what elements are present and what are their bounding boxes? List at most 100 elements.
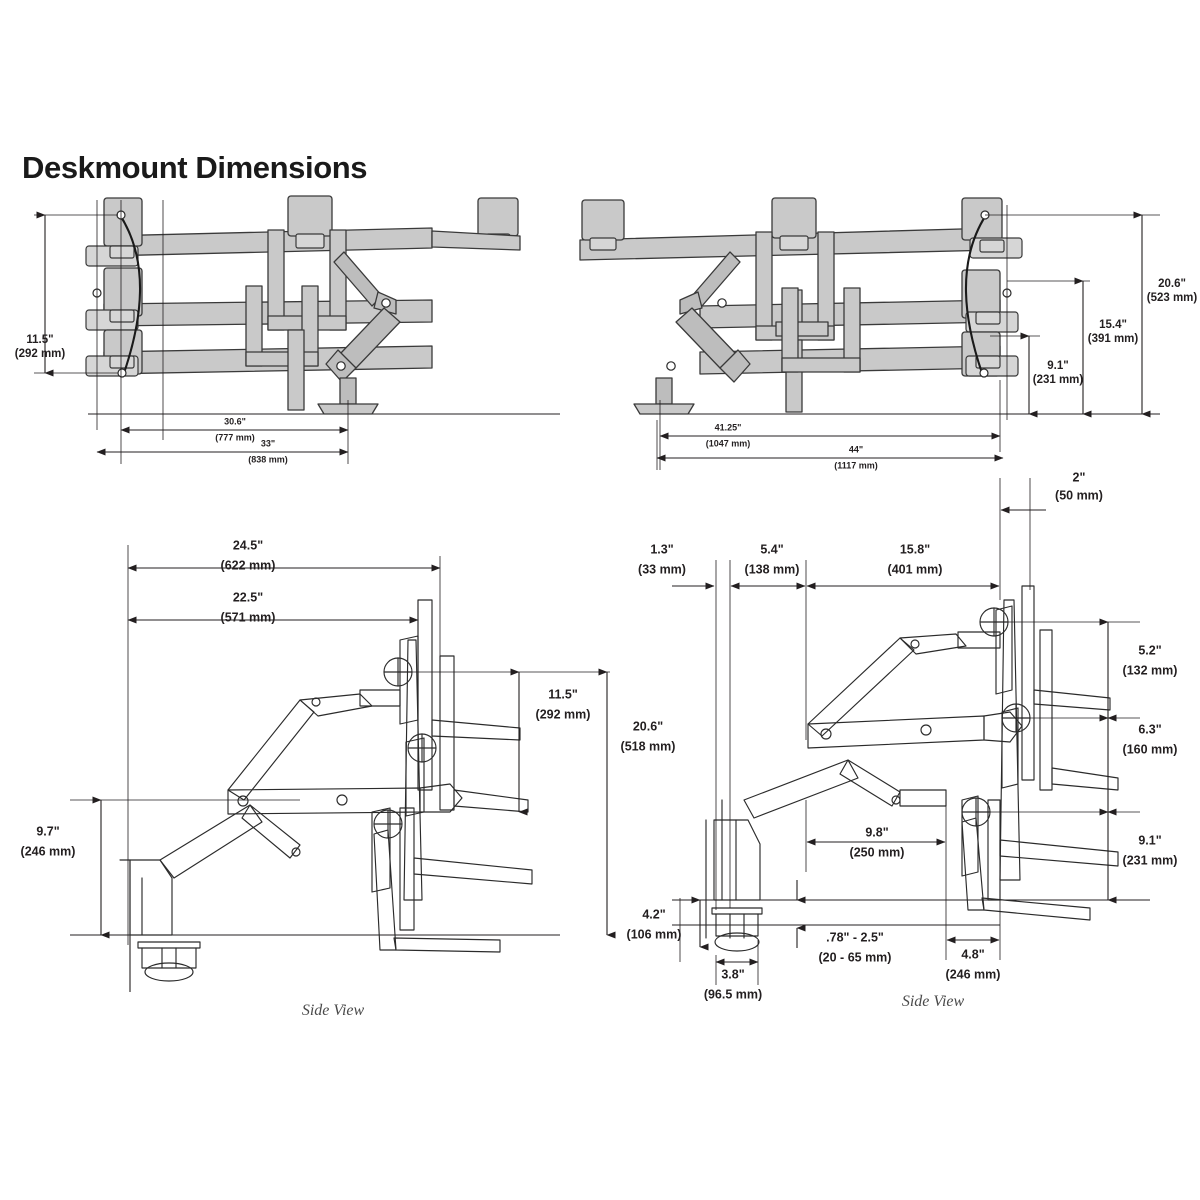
monitor-bottom-bl bbox=[371, 807, 533, 953]
dim-br-width-13: 1.3" (33 mm) bbox=[638, 542, 715, 590]
dim-label-38-in: 3.8" bbox=[721, 967, 744, 981]
dim-label-4125-mm: (1047 mm) bbox=[706, 438, 751, 448]
dim-label-thickness-mm: (20 - 65 mm) bbox=[819, 950, 892, 964]
clamp-top-plate-br bbox=[711, 907, 763, 915]
dim-label-54-in: 5.4" bbox=[760, 542, 783, 556]
dim-label-2-mm: (50 mm) bbox=[1055, 488, 1103, 502]
dim-br-width-48: 4.8" (246 mm) bbox=[946, 936, 1000, 981]
dim-label-225-in: 22.5" bbox=[233, 590, 263, 604]
monitor-bot-stand-bl bbox=[413, 857, 533, 885]
dim-br-height-42: 4.2" (106 mm) bbox=[627, 896, 709, 951]
dim-label-306-in: 30.6" bbox=[224, 416, 246, 426]
dim-tl-height-115: 11.5" (292 mm) bbox=[15, 211, 118, 377]
mount-column-bl bbox=[403, 639, 423, 901]
center-post-frame-right bbox=[755, 231, 861, 413]
monitor-top-stand-bl bbox=[431, 719, 521, 741]
dim-tl-width-306: 30.6" (777 mm) bbox=[120, 416, 349, 442]
middle-monitor-bar-assembly bbox=[85, 267, 433, 331]
dim-label-91-in: 9.1" bbox=[1047, 360, 1068, 372]
lower-arm-connector-br bbox=[899, 789, 947, 807]
clamp-screw-br bbox=[729, 913, 745, 939]
dim-label-306-mm: (777 mm) bbox=[215, 432, 255, 442]
dim-bl-height-206: 20.6" (518 mm) bbox=[598, 668, 676, 939]
monitor-mid-stand-br bbox=[1051, 767, 1119, 791]
dim-label-245-in: 24.5" bbox=[233, 538, 263, 552]
lower-arm-bl bbox=[159, 804, 263, 879]
upper-arm-link-bl bbox=[299, 693, 373, 717]
dim-tr-width-4125: 41.25" (1047 mm) bbox=[659, 422, 1001, 448]
main-arm-pivot-left-br bbox=[820, 728, 832, 740]
center-monitor-head-upper-right bbox=[771, 197, 817, 239]
left-monitor-head-upper-right bbox=[581, 199, 625, 241]
monitor-bot-base-br bbox=[981, 897, 1091, 921]
dim-label-42-mm: (106 mm) bbox=[627, 927, 682, 941]
monitor-top-bracket-bl bbox=[399, 635, 419, 725]
lower-left-foot-nub bbox=[109, 355, 135, 369]
desk-clamp-bl bbox=[137, 941, 201, 982]
monitor-top-bl bbox=[383, 599, 521, 791]
dim-tr-height-206: 20.6" (523 mm) bbox=[1133, 211, 1197, 418]
clamp-knob bbox=[144, 962, 194, 982]
post-lower-crossbar-right bbox=[781, 357, 861, 373]
center-monitor-neck-upper bbox=[295, 233, 325, 249]
arm-pivot-upper bbox=[381, 298, 391, 308]
page-title: Deskmount Dimensions bbox=[22, 150, 368, 185]
main-arm-pivot-left-bl bbox=[237, 795, 249, 807]
dim-label-245-mm: (622 mm) bbox=[221, 558, 276, 572]
dim-label-13-mm: (33 mm) bbox=[638, 562, 686, 576]
dim-label-bl-97-mm: (246 mm) bbox=[21, 844, 76, 858]
monitor-mid-crosshair-bl bbox=[407, 733, 437, 763]
dim-label-52-in: 5.2" bbox=[1138, 643, 1161, 657]
monitor-bottom-br bbox=[961, 795, 1119, 921]
dim-label-115-in: 11.5" bbox=[26, 334, 53, 346]
post-lower-crossbar bbox=[245, 351, 319, 367]
monitor-mid-stand-bl bbox=[453, 789, 529, 813]
dim-br-width-158: 15.8" (401 mm) bbox=[806, 542, 1000, 590]
dim-label-48-in: 4.8" bbox=[961, 947, 984, 961]
monitor-middle-br bbox=[1001, 629, 1119, 791]
monitor-mid-panel-bl bbox=[439, 655, 455, 811]
dim-label-91-br-mm: (231 mm) bbox=[1123, 853, 1178, 867]
dim-label-98-mm: (250 mm) bbox=[850, 845, 905, 859]
dim-bl-height-115: 11.5" (292 mm) bbox=[510, 668, 590, 816]
dim-br-width-98: 9.8" (250 mm) bbox=[806, 825, 946, 859]
monitor-top-panel-bl bbox=[417, 599, 433, 791]
side-view-caption-right: Side View bbox=[902, 993, 965, 1010]
monitor-top-br bbox=[979, 585, 1111, 781]
monitor-top-stand-br bbox=[1033, 689, 1111, 711]
dim-label-4125-in: 41.25" bbox=[715, 422, 742, 432]
lower-arm-link-br bbox=[839, 759, 901, 807]
dim-label-158-mm: (401 mm) bbox=[888, 562, 943, 576]
dim-label-98-in: 9.8" bbox=[865, 825, 888, 839]
dim-label-thickness-in: .78" - 2.5" bbox=[826, 930, 884, 944]
clamp-body bbox=[141, 947, 197, 969]
dim-label-91-mm: (231 mm) bbox=[1033, 374, 1084, 386]
lower-arm-br bbox=[743, 759, 859, 819]
dim-label-bl-97-in: 9.7" bbox=[36, 824, 59, 838]
right-monitor-head-upper bbox=[477, 197, 519, 237]
main-arm-pivot-right-br bbox=[920, 724, 932, 736]
arm-linkage-right bbox=[633, 251, 751, 415]
upper-arm-bl bbox=[227, 699, 315, 801]
monitor-travel-arc-left bbox=[119, 214, 142, 374]
arm-base-foot-right bbox=[633, 403, 695, 415]
main-arm-br bbox=[807, 715, 985, 749]
monitor-mid-bracket-bl bbox=[405, 737, 425, 817]
dim-label-63-in: 6.3" bbox=[1138, 722, 1161, 736]
dim-label-bl-206-mm: (518 mm) bbox=[621, 739, 676, 753]
monitor-middle-bl bbox=[405, 655, 529, 817]
monitor-bot-leg-bl bbox=[373, 829, 397, 951]
upper-left-foot-nub bbox=[109, 245, 135, 259]
clamp-top-plate bbox=[137, 941, 201, 949]
top-right-front-view: 20.6" (523 mm) 15.4" (391 mm) 9.1" (231 … bbox=[579, 197, 1197, 470]
arm-pivot-lower-right bbox=[666, 361, 676, 371]
dim-br-height-91: 9.1" (231 mm) bbox=[1099, 808, 1178, 904]
post-right-upright bbox=[329, 229, 347, 331]
main-arm-pivot-right-bl bbox=[336, 794, 348, 806]
bottom-left-side-view: 24.5" (622 mm) 22.5" (571 mm) 11.5" (292… bbox=[21, 538, 676, 1019]
monitor-bot-bracket-br bbox=[961, 795, 979, 877]
dim-label-2-in: 2" bbox=[1073, 470, 1086, 484]
dim-label-115-mm: (292 mm) bbox=[15, 348, 66, 360]
monitor-bot-panel-bl bbox=[399, 807, 415, 931]
